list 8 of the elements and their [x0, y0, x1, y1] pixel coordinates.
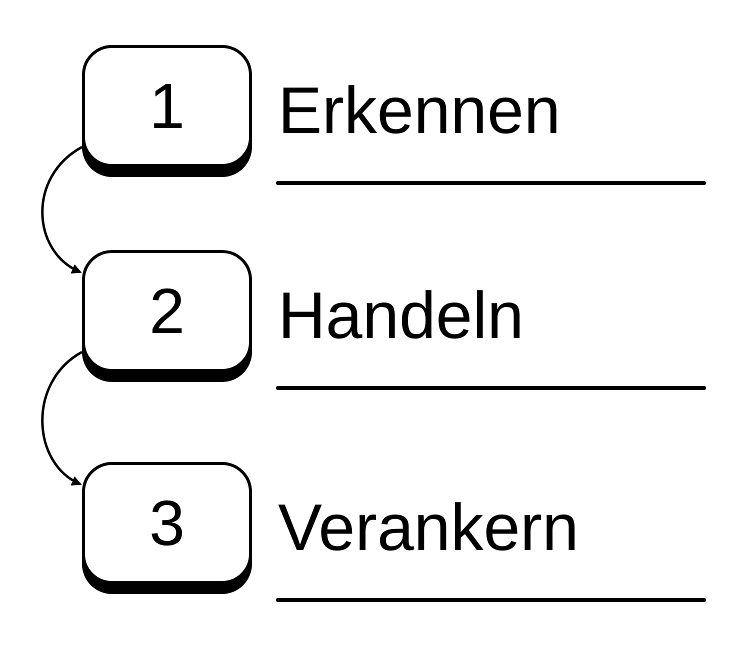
step-number: 1 [149, 74, 185, 138]
step-title: Erkennen [278, 77, 561, 143]
curved-arrow [41, 146, 83, 274]
step-title: Handeln [278, 282, 524, 348]
step-number: 2 [149, 279, 185, 343]
step-number: 3 [149, 491, 185, 555]
curved-arrow [41, 350, 83, 486]
step-title: Verankern [278, 494, 579, 560]
